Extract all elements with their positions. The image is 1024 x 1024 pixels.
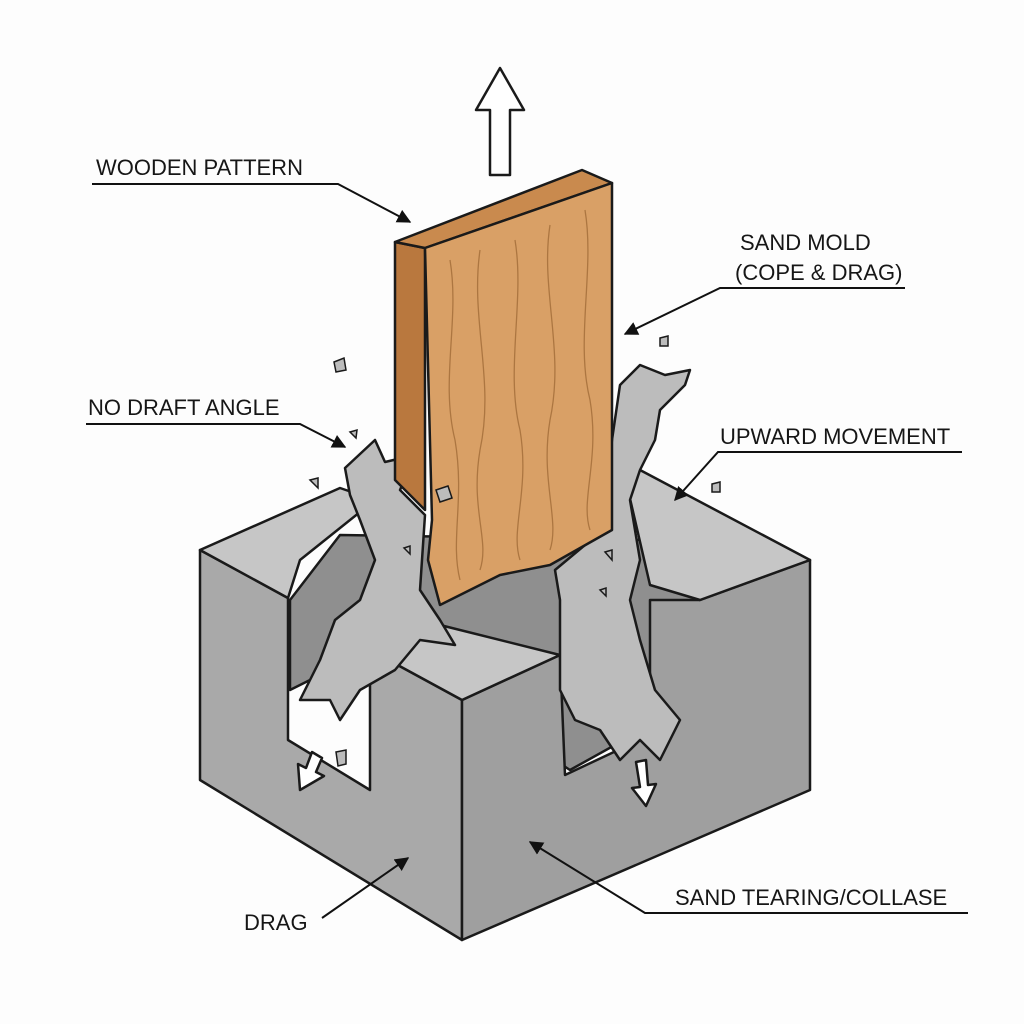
label-wooden-pattern: WOODEN PATTERN — [96, 155, 303, 180]
label-drag: DRAG — [244, 910, 308, 935]
mold-top-left-rim — [198, 486, 377, 600]
label-sand-tearing: SAND TEARING/COLLASE — [675, 885, 947, 910]
label-sand-mold-line2: (COPE & DRAG) — [735, 260, 902, 285]
leader-sand-mold — [623, 287, 905, 335]
upward-arrow-icon — [474, 66, 526, 177]
down-arrow-right-icon — [630, 758, 658, 808]
down-arrow-left-icon — [296, 750, 326, 792]
leader-drag — [321, 857, 410, 919]
label-no-draft-angle: NO DRAFT ANGLE — [88, 395, 280, 420]
leader-no-draft-angle — [86, 423, 347, 448]
label-upward-movement: UPWARD MOVEMENT — [720, 424, 950, 449]
mold-face-right — [460, 558, 812, 942]
label-sand-mold-line1: SAND MOLD — [740, 230, 871, 255]
leader-sand-tearing — [528, 841, 968, 914]
torn-sand-right — [553, 363, 692, 762]
wooden-pattern — [393, 168, 614, 607]
sand-debris — [308, 335, 721, 767]
leader-upward-movement — [674, 451, 962, 502]
leader-wooden-pattern — [92, 183, 412, 223]
